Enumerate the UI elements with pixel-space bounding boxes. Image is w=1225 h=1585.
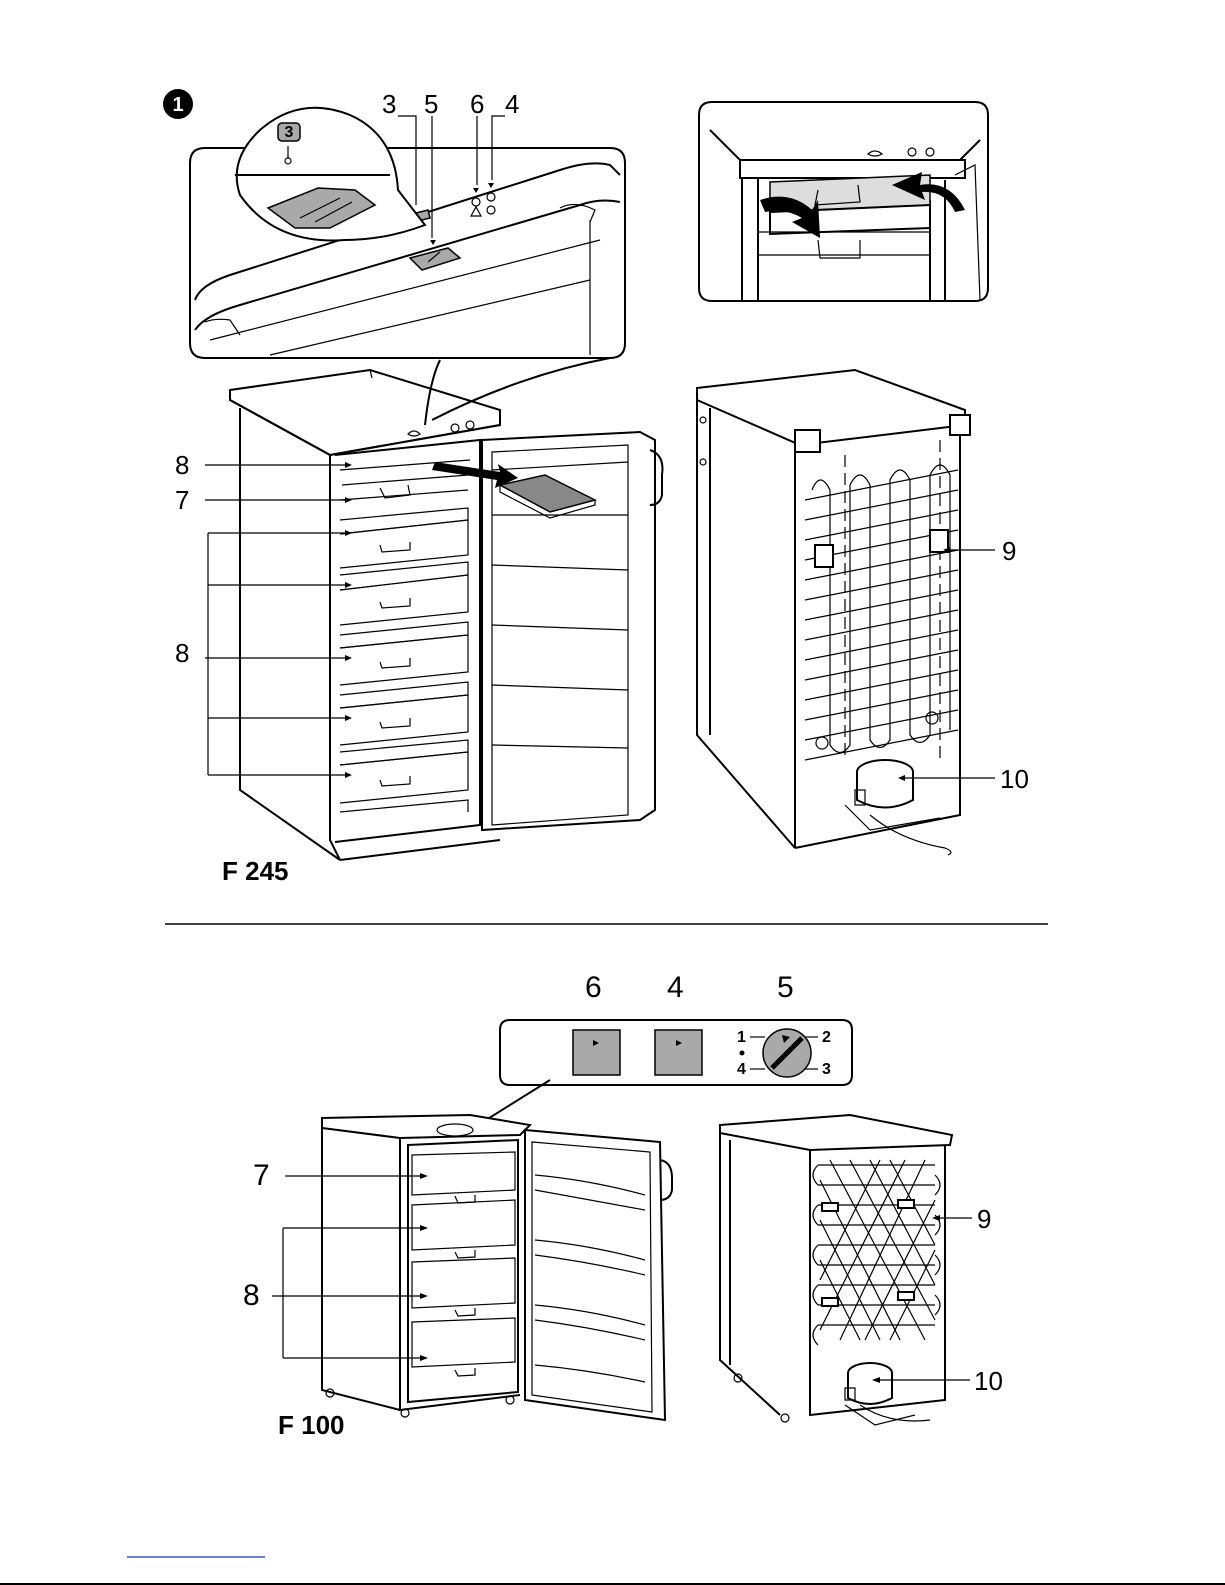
panel-callout-4: 4: [667, 971, 684, 1004]
figure-number: 1: [172, 94, 183, 116]
dial-pos-1: 1: [737, 1029, 746, 1046]
condenser-coil: [805, 440, 958, 760]
callout-4: 4: [505, 89, 519, 119]
f100-drawers: [412, 1152, 515, 1376]
callout-7: 7: [175, 485, 189, 515]
callout-9: 9: [1002, 536, 1016, 566]
callout-10: 10: [1000, 764, 1029, 794]
f100-freezer-front: [322, 1115, 672, 1420]
f100-callout-8: 8: [243, 1279, 260, 1312]
f245-drawers: [340, 460, 470, 812]
callout-8-top: 8: [175, 450, 189, 480]
dial-pos-3: 3: [822, 1061, 831, 1078]
model-label-f100: F 100: [278, 1410, 345, 1440]
figure-number-badge: 1: [163, 89, 193, 119]
callout-6: 6: [470, 89, 484, 119]
compressor-f100: [845, 1363, 930, 1425]
callout-5: 5: [424, 89, 438, 119]
f100-callout-7: 7: [253, 1159, 270, 1192]
magnifier-detail: 3: [235, 108, 425, 241]
light-indicator-4: [655, 1030, 702, 1075]
thermostat-badge-text: 3: [285, 124, 294, 141]
f245-freezer-front: [230, 358, 663, 860]
f100-panel-callouts: 6 4 5: [585, 971, 794, 1004]
f100-condenser-coil: [813, 1160, 940, 1345]
light-indicator-6: [573, 1030, 620, 1075]
f245-right-callouts: 9 10: [898, 536, 1029, 794]
thermostat-dial[interactable]: [763, 1029, 811, 1077]
model-label-f245: F 245: [222, 856, 289, 886]
panel-callout-5: 5: [777, 971, 794, 1004]
f100-control-panel: 1 2 4 3: [500, 1020, 852, 1085]
f100-freezer-back: [720, 1115, 952, 1425]
f100-callout-10: 10: [974, 1366, 1003, 1396]
drawer-removal-detail: [699, 102, 988, 301]
f100-callout-9: 9: [977, 1204, 991, 1234]
f245-left-callouts: 8 7 8: [175, 450, 352, 778]
callout-8-drawers: 8: [175, 638, 189, 668]
dial-pos-2: 2: [822, 1029, 831, 1046]
compressor-f245: [845, 760, 951, 855]
panel-callout-6: 6: [585, 971, 602, 1004]
dial-pos-4: 4: [737, 1061, 746, 1078]
callout-3: 3: [382, 89, 396, 119]
f245-freezer-back: [697, 370, 970, 855]
